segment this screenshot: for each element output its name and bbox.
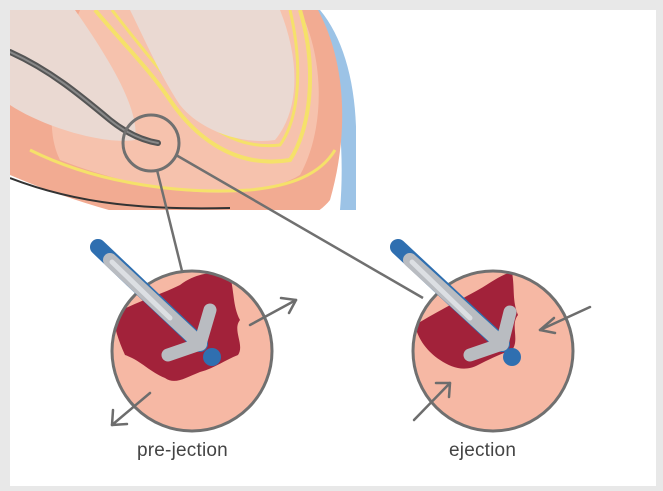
ejection-label: ejection — [449, 440, 516, 462]
lead-tip-right — [503, 348, 521, 366]
pre-jection-label: pre-jection — [137, 440, 228, 462]
lead-tip-left — [203, 348, 221, 366]
